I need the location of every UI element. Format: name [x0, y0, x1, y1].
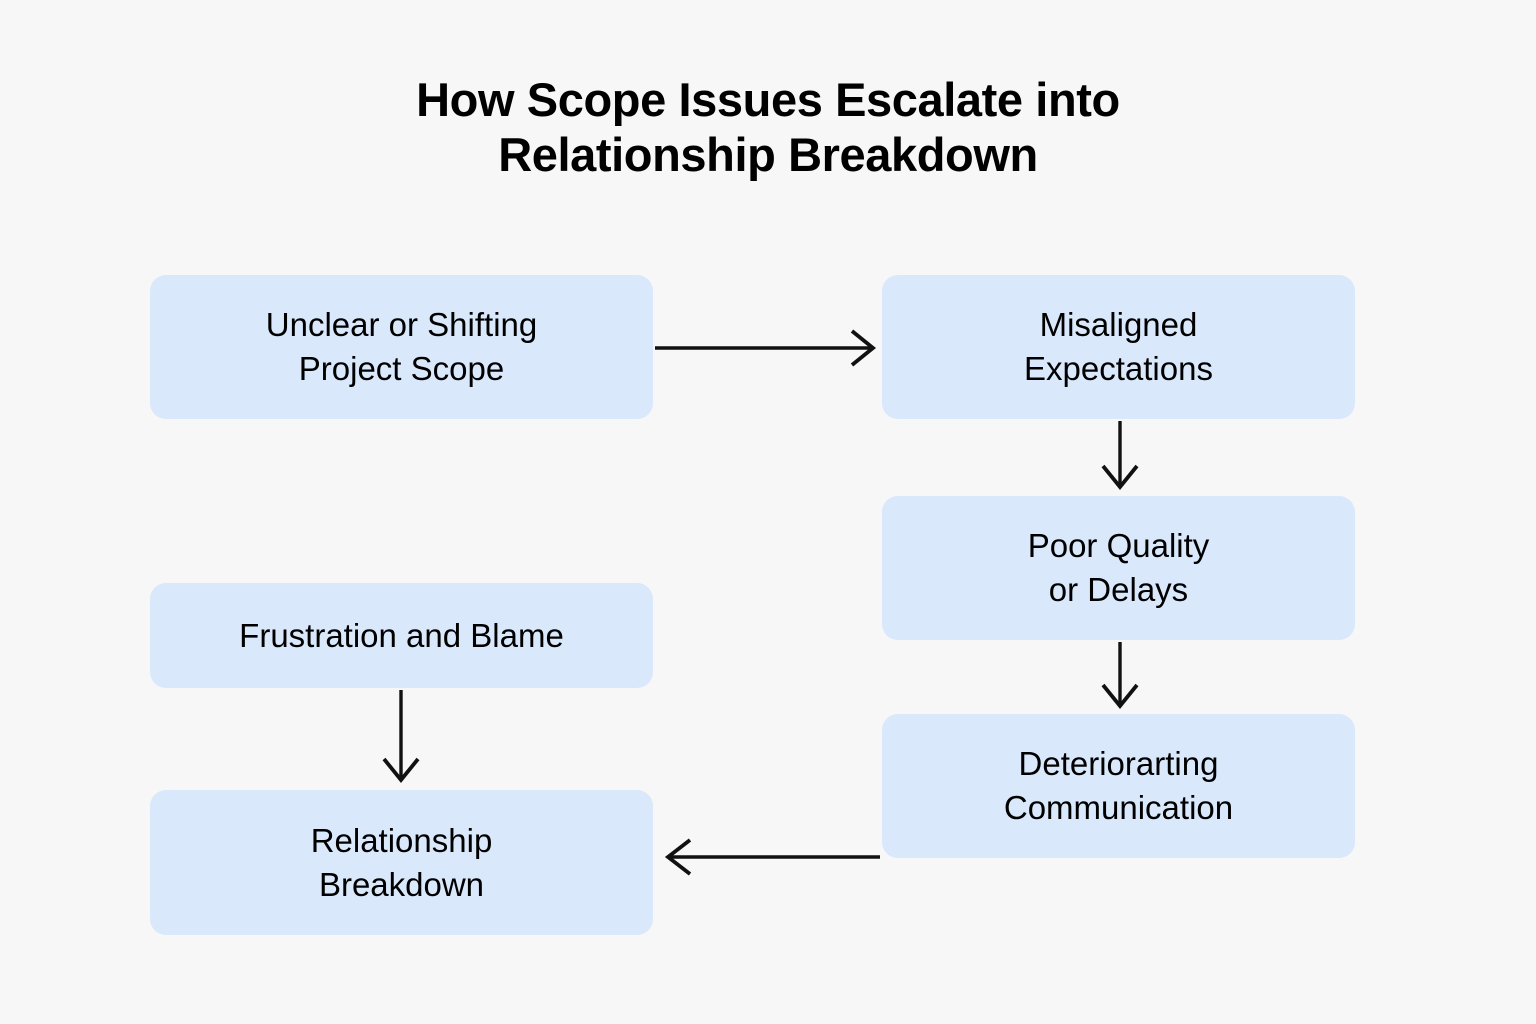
node-label-line-1: Poor Quality — [1027, 527, 1210, 565]
node-label-line-2: Breakdown — [318, 865, 485, 903]
edge-scope-to-misaligned — [655, 329, 877, 367]
node-label-line-2: Project Scope — [298, 350, 505, 387]
node-label-line-2: or Delays — [1048, 571, 1189, 608]
node-poor-quality-or-delays[interactable]: Poor Quality or Delays — [882, 496, 1355, 640]
node-label-line-1: Frustration and Blame — [239, 616, 564, 654]
node-label-line-2: Communication — [1003, 789, 1234, 826]
node-label-line-1: Relationship — [310, 821, 493, 859]
page-title-line-2: Relationship Breakdown — [498, 128, 1038, 182]
node-label-line-1: Misaligned — [1039, 306, 1198, 344]
node-relationship-breakdown[interactable]: Relationship Breakdown — [150, 790, 653, 935]
edge-quality-to-communication — [1101, 642, 1139, 710]
page-title-line-1: How Scope Issues Escalate into — [416, 73, 1120, 126]
node-label-line-1: Deteriorarting — [1018, 745, 1219, 783]
page-title: How Scope Issues Escalate into Relations… — [0, 72, 1536, 183]
node-label-line-1: Unclear or Shifting — [265, 306, 538, 344]
node-deteriorarting-communication[interactable]: Deteriorarting Communication — [882, 714, 1355, 858]
node-misaligned-expectations[interactable]: Misaligned Expectations — [882, 275, 1355, 419]
node-frustration-and-blame[interactable]: Frustration and Blame — [150, 583, 653, 688]
node-label-line-2: Expectations — [1024, 350, 1213, 387]
node-unclear-or-shifting-project-scope[interactable]: Unclear or Shifting Project Scope — [150, 275, 653, 419]
edge-misaligned-to-quality — [1101, 421, 1139, 491]
edge-communication-to-breakdown — [664, 838, 880, 876]
edge-frustration-to-breakdown — [382, 690, 420, 784]
